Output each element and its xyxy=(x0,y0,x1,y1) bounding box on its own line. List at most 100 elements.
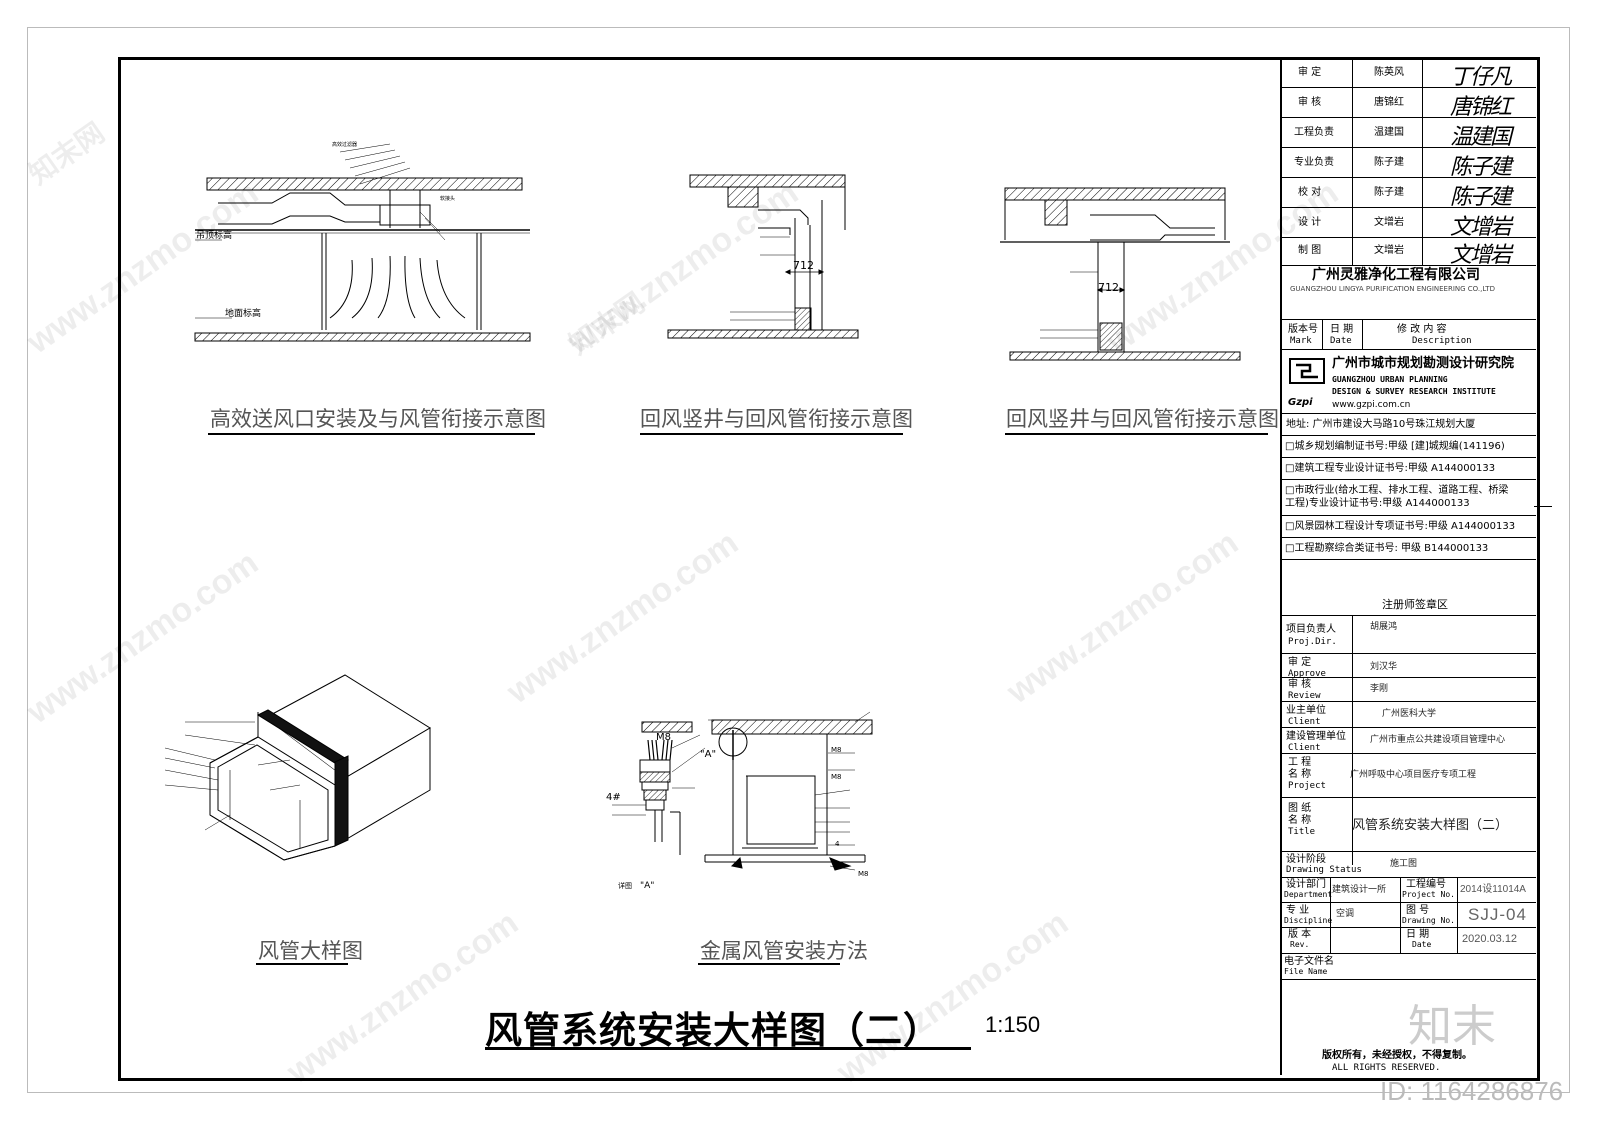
drawno-cn: 图 号 xyxy=(1406,905,1430,916)
signature: 文增岩 xyxy=(1450,243,1512,268)
project-cn: 工 程 xyxy=(1288,757,1312,768)
institute-name: 广州市城市规划勘测设计研究院 xyxy=(1332,356,1515,371)
caption-underline xyxy=(698,963,840,965)
main-title: 风管系统安装大样图（二） xyxy=(485,1009,941,1052)
projno-value: 2014设11014A xyxy=(1460,884,1526,895)
review-en: Review xyxy=(1288,691,1321,701)
scale-label: 1:150 xyxy=(985,1012,1041,1037)
institute-abbr: Gzpi xyxy=(1288,397,1313,408)
discipline-en: Discipline xyxy=(1284,916,1333,925)
cert-line: □建筑工程专业设计证书号:甲级 A144000133 xyxy=(1285,463,1496,474)
cert-line: 工程)专业设计证书号:甲级 A144000133 xyxy=(1285,498,1470,509)
cert-line: □城乡规划编制证书号:甲级 [建]城规编(141196) xyxy=(1285,441,1505,452)
label-view: 详图 xyxy=(618,881,632,890)
dept-en: Department xyxy=(1284,890,1333,899)
brand-logo: 知末 xyxy=(1408,1001,1496,1052)
institute-address: 地址: 广州市建设大马路10号珠江规划大厦 xyxy=(1286,419,1476,430)
approve-value: 刘汉华 xyxy=(1370,662,1398,672)
caption-underline xyxy=(1005,433,1268,435)
frame-tick xyxy=(1534,506,1552,507)
cert-line: □工程勘察综合类证书号: 甲级 B144000133 xyxy=(1285,543,1489,554)
mgmt-cn: 建设管理单位 xyxy=(1286,731,1346,742)
svg-text:软接头: 软接头 xyxy=(440,195,455,202)
review-cn: 审 核 xyxy=(1288,679,1312,690)
date-en: Date xyxy=(1412,940,1432,949)
label-m8-b: M8 xyxy=(831,746,842,754)
rev-mark-en: Mark xyxy=(1290,336,1312,346)
rev-date-en: Date xyxy=(1330,336,1352,346)
signature: 陈子建 xyxy=(1450,185,1512,210)
caption-duct-detail: 风管大样图 xyxy=(258,939,363,963)
caption-metal-duct: 金属风管安装方法 xyxy=(700,939,868,963)
proj-dir-cn: 项目负责人 xyxy=(1286,624,1336,635)
label-view-a: "A" xyxy=(640,881,654,891)
approve-cn: 审 定 xyxy=(1288,657,1312,668)
title-block: 审 定 陈英风 丁仔凡 审 核 唐锦红 唐锦红 工程负责 温建国 温建国 专业负… xyxy=(1280,57,1536,1075)
institute-name-en: GUANGZHOU URBAN PLANNING xyxy=(1332,375,1448,384)
mgmt-en: Client xyxy=(1288,743,1321,753)
copyright-cn: 版权所有，未经授权，不得复制。 xyxy=(1322,1050,1472,1061)
dept-value: 建筑设计一所 xyxy=(1332,885,1387,895)
caption-return-shaft-1: 回风竖井与回风管衔接示意图 xyxy=(640,407,913,431)
signature: 唐锦红 xyxy=(1450,95,1512,120)
approval-name: 陈子建 xyxy=(1374,157,1404,168)
label-4: 4 xyxy=(835,840,840,848)
cert-line: □风景园林工程设计专项证书号:甲级 A144000133 xyxy=(1285,521,1516,532)
institute-website: www.gzpi.com.cn xyxy=(1332,400,1411,410)
proj-dir-en: Proj.Dir. xyxy=(1288,637,1337,647)
client-cn: 业主单位 xyxy=(1286,705,1326,716)
svg-text:地面标高: 地面标高 xyxy=(225,307,261,319)
approve-en: Approve xyxy=(1288,669,1326,679)
status-en: Drawing Status xyxy=(1286,865,1362,875)
sheet-border xyxy=(27,27,1570,1093)
approval-role: 审 核 xyxy=(1298,97,1322,108)
file-en: File Name xyxy=(1284,967,1328,976)
status-value: 施工图 xyxy=(1390,859,1418,869)
date-value: 2020.03.12 xyxy=(1462,933,1518,945)
rev-desc-cn: 修 改 内 容 xyxy=(1397,324,1447,335)
project-en: Project xyxy=(1288,781,1326,791)
caption-underline xyxy=(208,433,535,435)
approval-name: 文增岩 xyxy=(1374,245,1404,256)
approval-name: 陈英风 xyxy=(1374,67,1404,78)
projno-cn: 工程编号 xyxy=(1406,879,1446,890)
diagram-metal-duct-install xyxy=(612,711,873,871)
approval-role: 工程负责 xyxy=(1294,127,1334,138)
signature: 温建国 xyxy=(1450,125,1512,150)
svg-text:吊顶标高: 吊顶标高 xyxy=(196,229,232,241)
signature: 文增岩 xyxy=(1450,215,1512,240)
mgmt-value: 广州市重点公共建设项目管理中心 xyxy=(1370,735,1506,745)
approval-name: 文增岩 xyxy=(1374,217,1404,228)
title-cn: 名 称 xyxy=(1288,815,1312,826)
company-name: 广州灵雅净化工程有限公司 xyxy=(1312,267,1480,283)
label-m8-c: M8 xyxy=(831,773,842,781)
approval-role: 审 定 xyxy=(1298,67,1322,78)
label-a: "A" xyxy=(700,749,716,760)
drawing-frame xyxy=(118,57,1540,1081)
cert-line: □市政行业(给水工程、排水工程、道路工程、桥梁 xyxy=(1285,485,1509,496)
label-no4: 4# xyxy=(606,792,621,803)
rev-date-cn: 日 期 xyxy=(1330,324,1354,335)
diagram-duct-detail xyxy=(164,674,431,861)
date-cn: 日 期 xyxy=(1406,929,1430,940)
signature: 陈子建 xyxy=(1450,155,1512,180)
caption-underline xyxy=(640,433,903,435)
copyright-en: ALL RIGHTS RESERVED. xyxy=(1332,1063,1441,1073)
main-title-underline xyxy=(485,1047,971,1050)
drawno-en: Drawing No. xyxy=(1402,916,1455,925)
approval-name: 唐锦红 xyxy=(1374,97,1404,108)
title-value: 风管系统安装大样图（二） xyxy=(1352,818,1509,833)
approval-role: 校 对 xyxy=(1298,187,1322,198)
title-en: Title xyxy=(1288,827,1316,837)
label-m8-a: M8 xyxy=(656,732,671,743)
caption-supply-outlet: 高效送风口安装及与风管衔接示意图 xyxy=(210,407,546,431)
project-cn: 名 称 xyxy=(1288,769,1312,780)
approval-name: 陈子建 xyxy=(1374,187,1404,198)
review-value: 李刚 xyxy=(1370,684,1389,694)
approval-role: 专业负责 xyxy=(1294,157,1334,168)
status-cn: 设计阶段 xyxy=(1286,854,1326,865)
projno-en: Project No. xyxy=(1402,890,1455,899)
image-id: ID: 1164286876 xyxy=(1380,1076,1564,1106)
caption-underline xyxy=(256,963,348,965)
